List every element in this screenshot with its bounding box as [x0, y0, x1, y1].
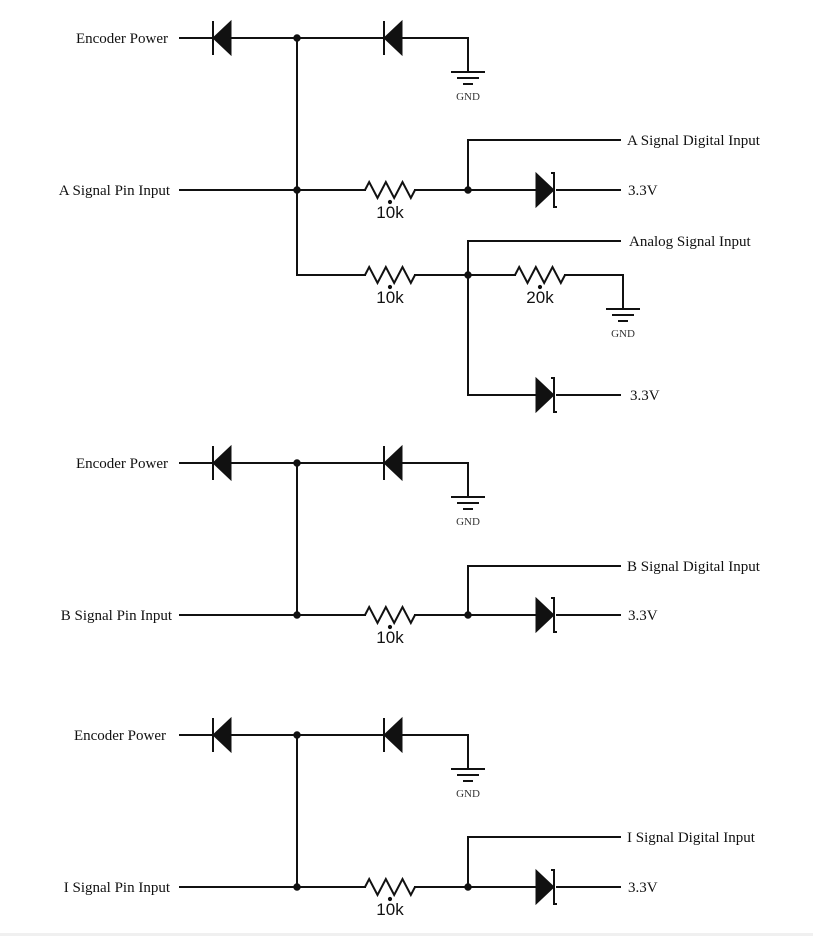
clamp-voltage-label: 3.3V [628, 183, 658, 199]
junction-dot [293, 611, 301, 619]
digital-input-label: A Signal Digital Input [627, 133, 761, 149]
diode-triangle [383, 716, 403, 754]
junction-dot [293, 883, 301, 891]
resistor-value-label: 10k [376, 628, 404, 647]
wire [467, 274, 536, 396]
ground-label: GND [456, 91, 480, 103]
ground-icon: GND [451, 71, 485, 103]
ground-icon: GND [451, 768, 485, 800]
diode-triangle [383, 444, 403, 482]
ground-label: GND [456, 516, 480, 528]
encoder-power-label: Encoder Power [74, 728, 166, 744]
resistor-icon: 10k [364, 179, 416, 222]
digital-input-label: I Signal Digital Input [627, 830, 756, 846]
encoder-power-label: Encoder Power [76, 31, 168, 47]
clamp-voltage-label: 3.3V [628, 880, 658, 896]
analog-clamp-voltage-label: 3.3V [630, 388, 660, 404]
resistor-icon: 10k [364, 876, 416, 919]
zener-bar [551, 597, 557, 633]
signal-pin-input-label: I Signal Pin Input [64, 880, 171, 896]
resistor-zigzag [364, 264, 416, 286]
zener-diode-icon [535, 596, 557, 634]
analog-input-label: Analog Signal Input [629, 234, 751, 250]
signal-pin-input-label: B Signal Pin Input [61, 608, 173, 624]
wire [467, 565, 621, 616]
resistor-value-label: 10k [376, 203, 404, 222]
zener-bar [551, 377, 557, 413]
resistor-pin-dot [387, 199, 393, 205]
wire [296, 189, 366, 276]
encoder-power-label: Encoder Power [76, 456, 168, 472]
signal-input-branch: A Signal Pin Input 10k A Signal Digital In… [59, 133, 761, 222]
diode-icon [212, 19, 232, 57]
resistor-pin-dot [387, 896, 393, 902]
zener-triangle [535, 868, 555, 906]
resistor-zigzag [364, 604, 416, 626]
wire [401, 37, 469, 72]
zener-triangle [535, 171, 555, 209]
resistor-zigzag [364, 876, 416, 898]
wire [467, 836, 621, 888]
signal-input-branch: I Signal Pin Input 10k I Signal Digital In… [64, 830, 756, 919]
resistor-value-label: 10k [376, 288, 404, 307]
clamp-voltage-label: 3.3V [628, 608, 658, 624]
resistor-icon: 20k [514, 264, 566, 307]
zener-bar [551, 869, 557, 905]
resistor-pin-dot [387, 624, 393, 630]
diode-triangle [212, 444, 232, 482]
diode-icon [212, 444, 232, 482]
diode-icon [383, 19, 403, 57]
ground-label: GND [456, 788, 480, 800]
zener-bar [551, 172, 557, 208]
resistor-zigzag [514, 264, 566, 286]
resistor-icon: 10k [364, 604, 416, 647]
diode-icon [383, 444, 403, 482]
ground-label: GND [611, 328, 635, 340]
zener-triangle [535, 376, 555, 414]
diode-icon [383, 716, 403, 754]
signal-input-branch: B Signal Pin Input 10k B Signal Digital In… [61, 559, 761, 647]
diode-triangle [383, 19, 403, 57]
resistor-icon: 10k [364, 264, 416, 307]
zener-diode-icon [535, 171, 557, 209]
ground-icon: GND [606, 308, 640, 340]
ground-icon: GND [451, 496, 485, 528]
resistor-pin-dot [537, 284, 543, 290]
wire [564, 274, 624, 309]
zener-triangle [535, 596, 555, 634]
wire [401, 734, 469, 769]
zener-diode-icon [535, 376, 557, 414]
signal-pin-input-label: A Signal Pin Input [59, 183, 171, 199]
digital-input-label: B Signal Digital Input [627, 559, 761, 575]
wire [467, 240, 621, 276]
diode-triangle [212, 19, 232, 57]
zener-diode-icon [535, 868, 557, 906]
resistor-value-label: 20k [526, 288, 554, 307]
resistor-pin-dot [387, 284, 393, 290]
bottom-border [0, 933, 813, 936]
resistor-value-label: 10k [376, 900, 404, 919]
resistor-zigzag [364, 179, 416, 201]
diode-icon [212, 716, 232, 754]
wire [401, 462, 469, 497]
diode-triangle [212, 716, 232, 754]
wire [467, 139, 621, 191]
